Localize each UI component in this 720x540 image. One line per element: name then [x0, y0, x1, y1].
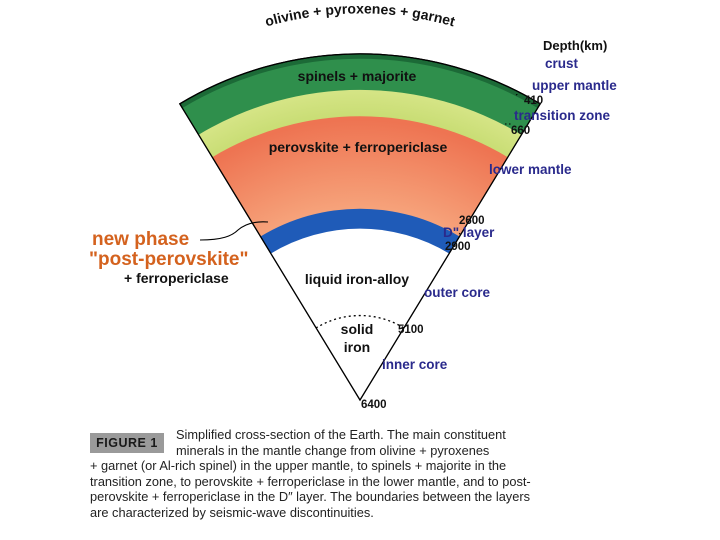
depth-2600: 2600	[459, 215, 485, 227]
figure-badge: FIGURE 1	[90, 433, 164, 453]
transition-zone-minerals: spinels + majorite	[298, 68, 417, 84]
new-phase-leader	[199, 221, 269, 241]
new-phase-title: new phase	[92, 229, 189, 250]
lower-mantle-minerals: perovskite + ferropericlase	[269, 139, 448, 155]
inner-core-mineral-line1: solid	[341, 321, 374, 337]
depth-header: Depth(km)	[543, 38, 607, 53]
label-inner-core: inner core	[382, 357, 448, 372]
depth-2900: 2900	[445, 241, 471, 253]
fan-outline	[178, 53, 542, 402]
label-d-layer: D" layer	[443, 225, 495, 240]
caption-lead: Simplified cross-section of the Earth. T…	[176, 427, 506, 458]
label-outer-core: outer core	[424, 285, 491, 300]
outer-core-band	[270, 228, 450, 400]
upper-mantle-minerals: olivine + pyroxenes + garnet	[263, 0, 457, 29]
caption-text: Simplified cross-section of the Earth. T…	[176, 427, 546, 458]
depth-410: 410	[524, 95, 543, 107]
new-phase-companion: + ferropericlase	[124, 270, 229, 286]
depth-leaders	[399, 92, 521, 331]
label-transition-zone: transition zone	[514, 108, 610, 123]
inner-core-boundary	[315, 314, 405, 329]
caption-tail: + garnet (or Al-rich spinel) in the uppe…	[90, 458, 531, 520]
depth-660: 660	[511, 125, 530, 137]
new-phase-name: "post-perovskite"	[89, 249, 249, 270]
outer-core-minerals: liquid iron-alloy	[305, 271, 409, 287]
label-crust: crust	[545, 56, 579, 71]
label-lower-mantle: lower mantle	[489, 162, 572, 177]
label-upper-mantle: upper mantle	[532, 78, 617, 93]
inner-core-mineral-line2: iron	[344, 339, 370, 355]
depth-6400: 6400	[361, 399, 387, 411]
depth-5100: 5100	[398, 324, 424, 336]
